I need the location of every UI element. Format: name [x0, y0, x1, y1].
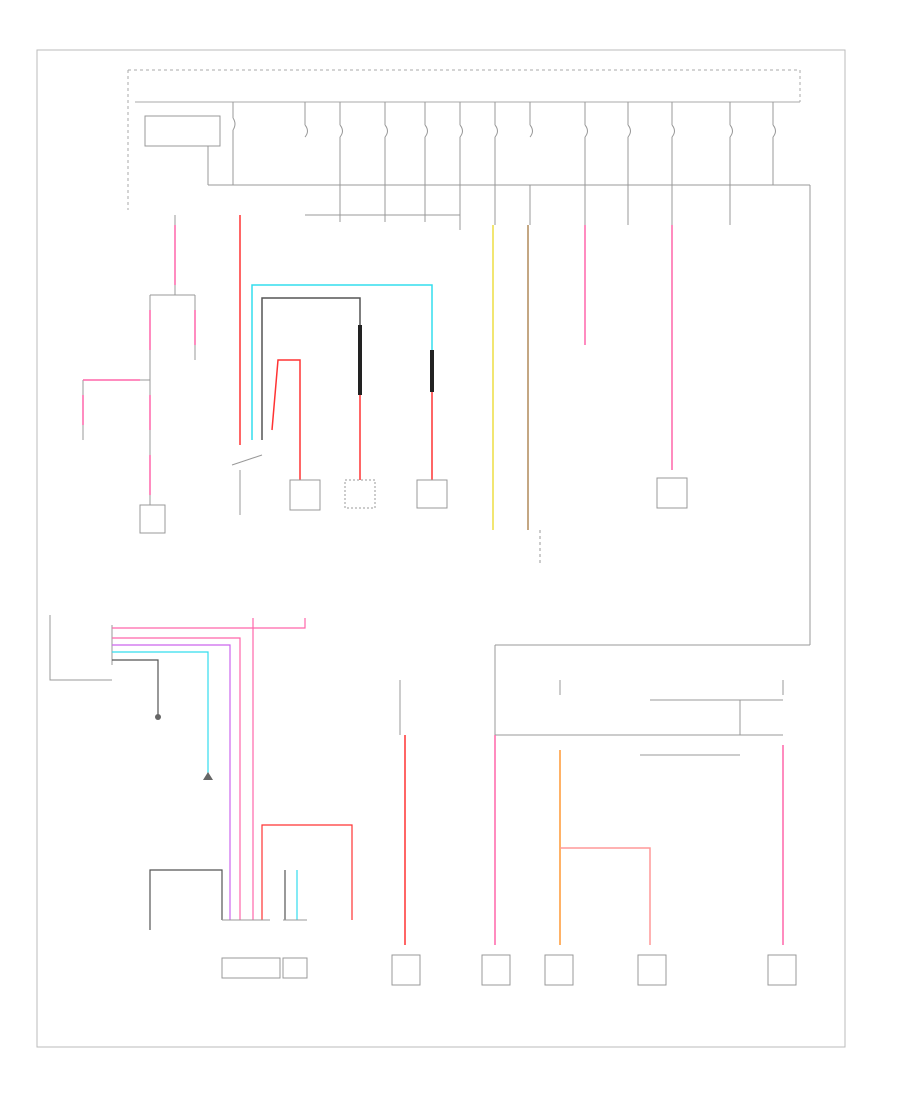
bottom-loads: [404, 735, 784, 945]
pcm-box: [656, 477, 688, 509]
load-boxes: [391, 954, 797, 986]
center-feeds: [492, 225, 673, 565]
ground-symbols: [155, 714, 213, 780]
left-circuit-wire-pink: [82, 225, 196, 495]
top-fuse-row: [144, 102, 810, 186]
battery-components: [289, 479, 448, 511]
bottom-fuse-row: [399, 680, 784, 756]
battery-circuit: [231, 215, 434, 515]
bcm-connectors: [221, 919, 308, 979]
diagram-frame: [36, 49, 846, 1048]
power-distribution-box: [127, 69, 801, 210]
left-circuit: [82, 215, 196, 534]
ignition-switch: [49, 615, 353, 930]
main-bus-right: [399, 185, 811, 735]
connector-c1: [305, 185, 731, 230]
